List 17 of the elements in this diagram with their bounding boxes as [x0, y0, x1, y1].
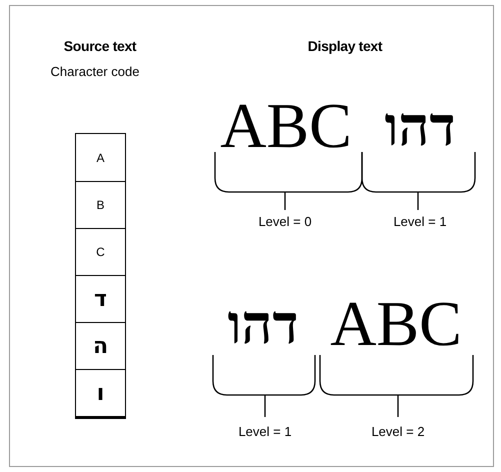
column-subheading: Character code [50, 64, 140, 80]
level-label: Level = 2 [370, 423, 426, 441]
display-text: ABC [219, 96, 353, 156]
display-text: ABC [329, 294, 463, 354]
level-label: Level = 1 [237, 423, 293, 441]
code-cell: ו [76, 369, 125, 416]
column-heading: Display text [306, 37, 384, 56]
code-cell: A [76, 134, 125, 181]
code-cell: B [76, 181, 125, 228]
column-heading: Source text [62, 37, 138, 56]
display-text: דהו [384, 96, 456, 156]
code-cell: ד [76, 275, 125, 322]
level-label: Level = 1 [392, 213, 448, 231]
level-label: Level = 0 [257, 213, 313, 231]
code-cell: C [76, 228, 125, 275]
code-cell: ה [76, 322, 125, 369]
display-text: דהו [226, 294, 300, 354]
